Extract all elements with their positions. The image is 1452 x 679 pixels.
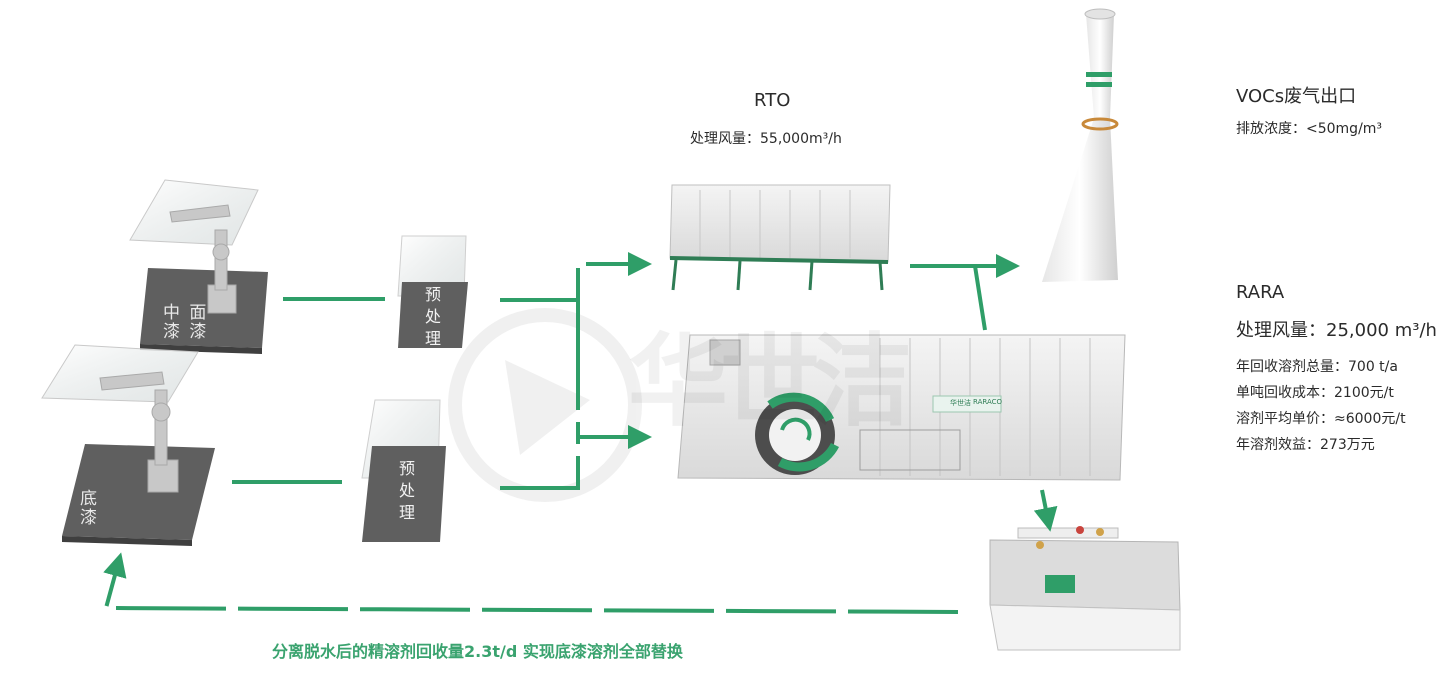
pretreatment-char: 理 bbox=[424, 329, 441, 348]
rto-title: RTO bbox=[754, 90, 791, 111]
footer-note: 分离脱水后的精溶剂回收量2.3t/d 实现底漆溶剂全部替换 bbox=[272, 642, 683, 661]
rara-stat: 单吨回收成本：2100元/t bbox=[1236, 385, 1394, 401]
outlet-concentration: 排放浓度：<50mg/m³ bbox=[1236, 121, 1383, 137]
robot-arm-icon bbox=[169, 204, 237, 314]
station-topcoat bbox=[129, 179, 268, 354]
station-label-line: 漆 bbox=[80, 508, 99, 528]
pretreatment-char: 预 bbox=[398, 459, 415, 478]
rara-stat: 年溶剂效益：273万元 bbox=[1236, 437, 1375, 453]
pretreatment-char: 处 bbox=[398, 481, 415, 500]
machine-logo-brand: 华世洁 bbox=[950, 399, 971, 407]
rara-title: RARA bbox=[1236, 282, 1285, 303]
machine-logo-sub: RARACO bbox=[973, 398, 1003, 406]
pretreatment-label-1: 预 处 理 bbox=[422, 284, 444, 350]
exhaust-stack bbox=[1042, 8, 1119, 282]
rara-stat: 年回收溶剂总量：700 t/a bbox=[1236, 359, 1398, 375]
rara-flow: 处理风量：25,000 m³/h bbox=[1236, 320, 1437, 341]
rto-unit bbox=[669, 184, 891, 291]
flow-arrows bbox=[103, 252, 1058, 614]
rto-flow: 处理风量：55,000m³/h bbox=[690, 131, 842, 147]
pretreatment-unit-2 bbox=[361, 399, 446, 542]
station-primer bbox=[41, 344, 215, 546]
station-primer-label: 底 漆 bbox=[80, 490, 99, 528]
station-label-line: 底 bbox=[80, 489, 99, 509]
watermark-logo bbox=[448, 308, 642, 502]
outlet-title: VOCs废气出口 bbox=[1236, 86, 1357, 107]
watermark-text: 华世洁 bbox=[628, 323, 912, 440]
pretreatment-label-2: 预 处 理 bbox=[396, 458, 418, 524]
robot-arm-icon bbox=[99, 371, 179, 493]
station-label-line: 漆 漆 bbox=[163, 322, 209, 342]
pretreatment-char: 理 bbox=[398, 503, 415, 522]
pretreatment-unit-1 bbox=[397, 235, 468, 348]
rara-unit bbox=[677, 334, 1126, 481]
station-label-line: 中 面 bbox=[163, 303, 209, 323]
rara-stats: 年回收溶剂总量：700 t/a 单吨回收成本：2100元/t 溶剂平均单价：≈6… bbox=[1236, 354, 1406, 458]
pretreatment-char: 预 bbox=[424, 285, 441, 304]
rara-stat: 溶剂平均单价：≈6000元/t bbox=[1236, 411, 1406, 427]
station-topcoat-label: 中 面 漆 漆 bbox=[163, 304, 208, 342]
pretreatment-char: 处 bbox=[424, 307, 441, 326]
lab-bench bbox=[989, 526, 1181, 651]
